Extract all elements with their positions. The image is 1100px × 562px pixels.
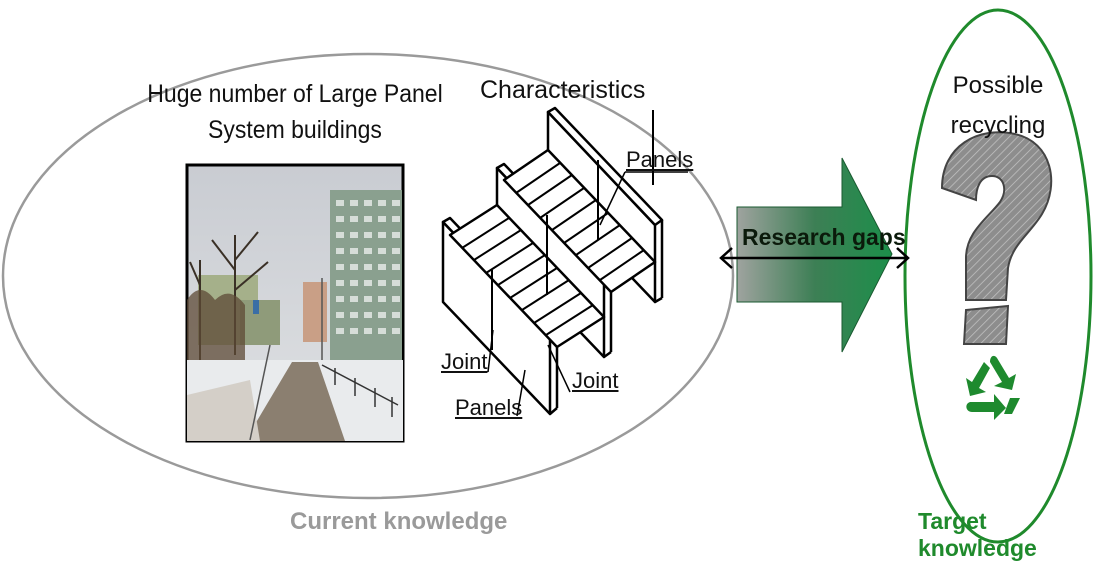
current-knowledge-label: Current knowledge	[290, 508, 508, 535]
research-gaps-arrow	[719, 157, 910, 353]
lps-buildings-heading: Huge number of Large Panel System buildi…	[147, 80, 443, 144]
question-mark-icon	[940, 131, 1053, 345]
target-knowledge-label: Target knowledge	[918, 508, 1037, 561]
joint-label-right: Joint	[572, 368, 619, 393]
target-knowledge-ellipse	[903, 8, 1093, 544]
panels-label-bottom: Panels	[455, 395, 523, 420]
characteristics-heading: Characteristics	[480, 76, 646, 104]
current-knowledge-ellipse	[1, 52, 735, 500]
building-photo	[185, 163, 405, 443]
joint-label-left: Joint	[441, 349, 488, 374]
recycle-icon	[966, 355, 1020, 420]
possible-recycling-heading: Possible recycling	[950, 72, 1046, 139]
panel-structure-diagram	[441, 106, 688, 417]
panels-label-top: Panels	[626, 147, 694, 172]
research-gaps-label: Research gaps	[742, 224, 906, 250]
